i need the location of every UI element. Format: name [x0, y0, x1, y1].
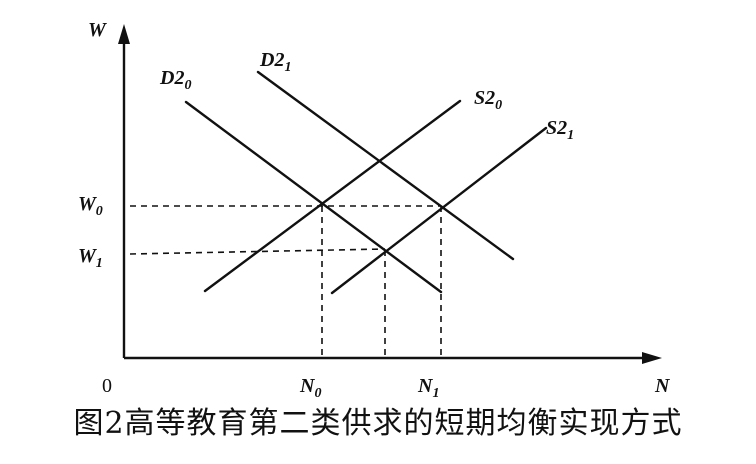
origin-label: 0: [102, 375, 112, 397]
y-axis-arrowhead: [118, 24, 130, 44]
x-axis-arrowhead: [642, 352, 662, 364]
label-n1: N1: [417, 375, 439, 401]
label-s2-1: S21: [546, 117, 574, 143]
demand-curve-d2-0: [184, 100, 443, 294]
label-s2-0: S20: [474, 87, 502, 113]
label-n0: N0: [299, 375, 321, 401]
label-d2-0: D20: [159, 67, 191, 93]
figure-caption: 图2高等教育第二类供求的短期均衡实现方式: [73, 406, 683, 441]
guide-w1: [129, 248, 386, 255]
label-d2-1: D21: [259, 49, 291, 75]
supply-curve-s2-0: [203, 99, 462, 293]
label-w1: W1: [78, 245, 103, 271]
x-axis-label: N: [654, 375, 671, 397]
supply-curve-s2-1: [330, 126, 548, 295]
y-axis-label: W: [88, 19, 107, 41]
label-w0: W0: [78, 193, 103, 219]
demand-curve-d2-1: [256, 70, 515, 261]
